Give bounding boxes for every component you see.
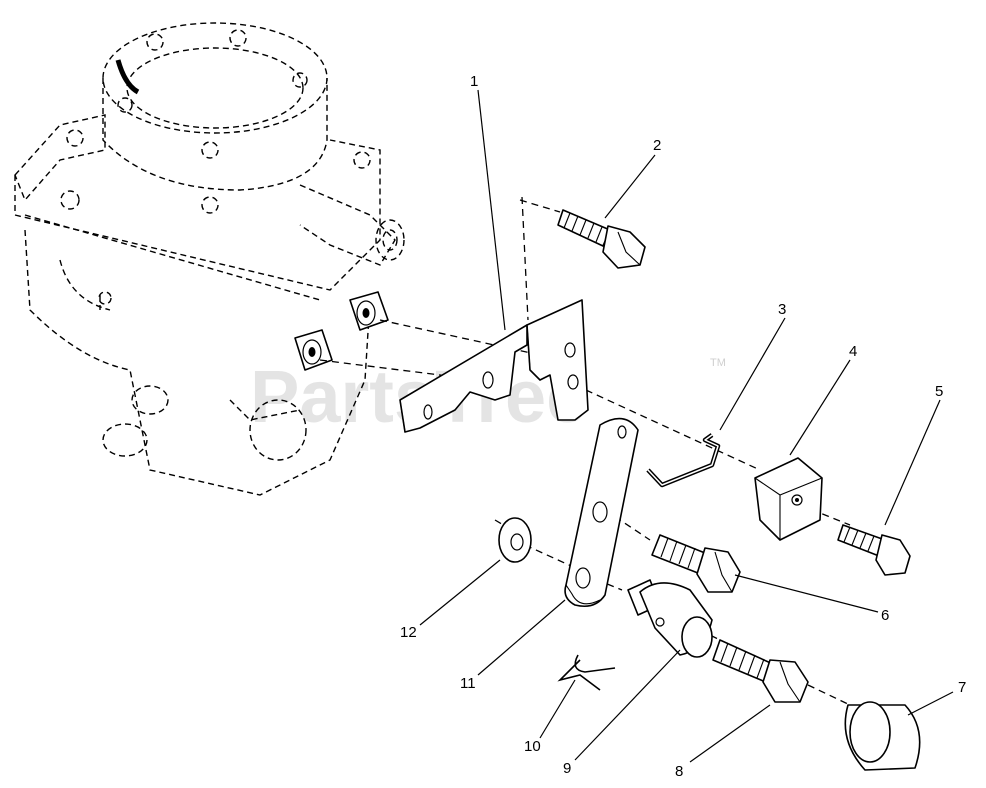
callout-4: 4 (849, 343, 857, 360)
watermark-trademark: TM (710, 357, 726, 369)
callout-6: 6 (881, 607, 889, 624)
callout-labels: 1 2 3 4 5 6 7 8 9 10 11 12 (400, 73, 966, 780)
callout-1: 1 (470, 73, 478, 90)
part-washer (498, 517, 532, 563)
part-bolt-middle (651, 534, 741, 593)
part-wire-link (646, 433, 721, 488)
part-bracket (399, 299, 589, 433)
part-bolt-lower (712, 639, 809, 703)
callout-9: 9 (563, 760, 571, 777)
leader-lines (419, 89, 954, 763)
part-hairpin-clip (557, 654, 616, 691)
callout-3: 3 (778, 301, 786, 318)
callout-2: 2 (653, 137, 661, 154)
part-cap (844, 701, 921, 771)
callout-10: 10 (524, 738, 541, 755)
callout-12: 12 (400, 624, 417, 641)
callout-5: 5 (935, 383, 943, 400)
part-clip-block (754, 457, 823, 541)
carburetor-phantom (14, 22, 405, 496)
callout-11: 11 (460, 675, 476, 692)
callout-8: 8 (675, 763, 683, 780)
part-bolt-upper (557, 209, 646, 269)
callout-7: 7 (958, 679, 966, 696)
part-swivel (627, 579, 713, 658)
part-lever (564, 417, 639, 608)
part-bolt-right (837, 524, 911, 576)
